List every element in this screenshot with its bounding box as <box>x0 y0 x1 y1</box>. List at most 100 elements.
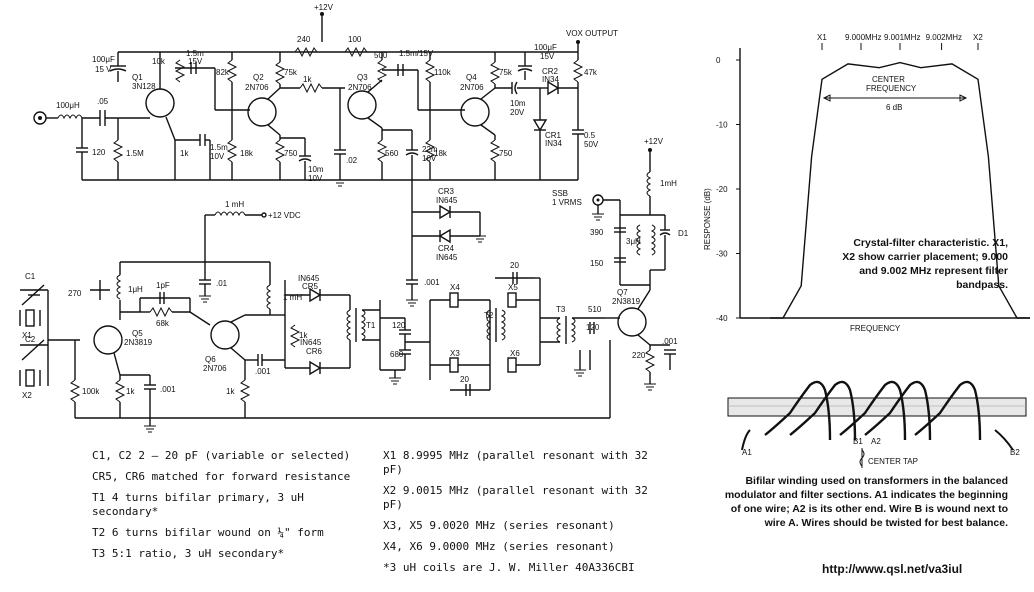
supply-right-label: +12V <box>644 137 664 146</box>
q3-label: Q3 <box>357 73 368 82</box>
d1-label: D1 <box>678 229 689 238</box>
r75k-a-label: 75k <box>284 68 298 77</box>
l3uh-label: 3μH <box>626 237 641 246</box>
c05-50v-label: 0.5 <box>584 131 596 140</box>
c10m20v-label: 10m <box>510 99 526 108</box>
r75k-b-label: 75k <box>499 68 513 77</box>
label-b2: B2 <box>1010 448 1020 457</box>
r510-label: 510 <box>588 305 602 314</box>
resistor-100 <box>344 46 368 58</box>
v10v-a-label: 10V <box>210 152 225 161</box>
center-label-2: FREQUENCY <box>866 84 917 93</box>
cr4-type-label: IN645 <box>436 253 458 262</box>
vox-amplifier-section: +12V 240 100 100μF 15 V 100μH .05 120 1.… <box>33 3 618 187</box>
diode-cr5 <box>309 287 322 303</box>
note-x3x5: X3, X5 9.0020 MHz (series resonant) <box>383 519 615 532</box>
t2-label: T2 <box>484 311 494 320</box>
c390-label: 390 <box>590 228 604 237</box>
marker-label-4: X2 <box>973 33 983 42</box>
v15v-b-label: 15V <box>188 57 203 66</box>
note-cr5cr6: CR5, CR6 matched for forward resistance <box>92 470 351 483</box>
choke-1mh-c <box>646 171 652 197</box>
supply-label: +12V <box>314 3 334 12</box>
c15m-b-label: 1.5m <box>186 49 204 58</box>
r18k-b-label: 18k <box>434 149 448 158</box>
note-t2: T2 6 turns bifilar wound on ¼" form <box>92 526 324 539</box>
crystal-x2 <box>25 369 35 387</box>
c001-d-label: .001 <box>662 337 678 346</box>
response-curve <box>770 61 1030 319</box>
v15-a-label: 15 V <box>95 65 112 74</box>
cr3-cr4-section: CR3 IN645 CR4 IN645 .001 <box>406 180 486 307</box>
marker-label-2: 9.001MHz <box>884 33 920 42</box>
toroid-form <box>727 397 1027 417</box>
cr1-label: CR1 <box>545 131 562 140</box>
r1k-d-label: 1k <box>226 387 235 396</box>
c100uf-a-label: 100μF <box>92 55 115 64</box>
diode-cr2 <box>547 80 560 96</box>
center-label-1: CENTER <box>872 75 905 84</box>
r10k-label: 10k <box>152 57 166 66</box>
x6-label: X6 <box>510 349 520 358</box>
cr6-type-label: IN645 <box>300 338 322 347</box>
c1-label: C1 <box>25 272 36 281</box>
bandwidth-label: 6 dB <box>886 103 902 112</box>
y-tick-label-1: -10 <box>716 121 728 130</box>
cr3-type-label: IN645 <box>436 196 458 205</box>
r240-label: 240 <box>297 35 311 44</box>
cr3-label: CR3 <box>438 187 455 196</box>
v15-b-label: 15V <box>540 52 555 61</box>
transformer-t1-secondary <box>360 309 366 341</box>
c001-a-label: .001 <box>424 278 440 287</box>
c01-a-label: .01 <box>216 279 228 288</box>
q2-label: Q2 <box>253 73 264 82</box>
marker-label-1: 9.000MHz <box>845 33 881 42</box>
c15m10v-label: 1.5m <box>210 143 228 152</box>
note-x2: X2 9.0015 MHz (parallel resonant with 32… <box>383 484 648 511</box>
label-a1: A1 <box>742 448 752 457</box>
q4-type-label: 2N706 <box>460 83 484 92</box>
diode-cr1 <box>532 119 548 132</box>
c270-label: 270 <box>68 289 82 298</box>
l1mh-c-label: 1mH <box>660 179 677 188</box>
c2-label: C2 <box>25 335 36 344</box>
diode-cr4 <box>438 228 451 244</box>
crystal-x5 <box>507 292 517 308</box>
source-url: http://www.qsl.net/va3iul <box>822 562 963 576</box>
y-tick-label-3: -30 <box>716 250 728 259</box>
r1k-e-label: 1k <box>299 331 308 340</box>
marker-label-0: X1 <box>817 33 827 42</box>
transistor-q4 <box>460 97 490 127</box>
label-a2: A2 <box>871 437 881 446</box>
c680-label: 680 <box>390 350 404 359</box>
choke-100uh <box>57 114 83 120</box>
transistor-q5 <box>93 325 123 355</box>
notes-left: C1, C2 2 — 20 pF (variable or selected) … <box>92 449 362 568</box>
choke-1mh-b <box>266 284 272 310</box>
crystal-x4 <box>449 292 459 308</box>
c15m15v-label: 1.5m/15V <box>399 49 434 58</box>
c150-label: 150 <box>590 259 604 268</box>
r1k-b-label: 1k <box>180 149 189 158</box>
c05-label: .05 <box>97 97 109 106</box>
diode-cr3 <box>439 204 452 220</box>
c20-a-label: 20 <box>510 261 519 270</box>
crystal-x3 <box>449 357 459 373</box>
q7-type-label: 2N3819 <box>612 297 641 306</box>
q6-type-label: 2N706 <box>203 364 227 373</box>
notes-right: X1 8.9995 MHz (parallel resonant with 32… <box>383 449 653 582</box>
r47k-label: 47k <box>584 68 598 77</box>
note-x4x6: X4, X6 9.0000 MHz (series resonant) <box>383 540 615 553</box>
c120-b-label: 120 <box>392 321 406 330</box>
r1k-c-label: 1k <box>126 387 135 396</box>
transistor-q2 <box>247 97 277 127</box>
x5-label: X5 <box>508 283 518 292</box>
r1k-a-label: 1k <box>303 75 312 84</box>
chart-caption: Crystal-filter characteristic. X1, X2 sh… <box>842 237 1008 291</box>
y-tick-label-4: -40 <box>716 314 728 323</box>
resistor-240 <box>294 46 318 58</box>
note-t3: T3 5:1 ratio, 3 uH secondary* <box>92 547 285 560</box>
c120-c-label: 120 <box>586 323 600 332</box>
